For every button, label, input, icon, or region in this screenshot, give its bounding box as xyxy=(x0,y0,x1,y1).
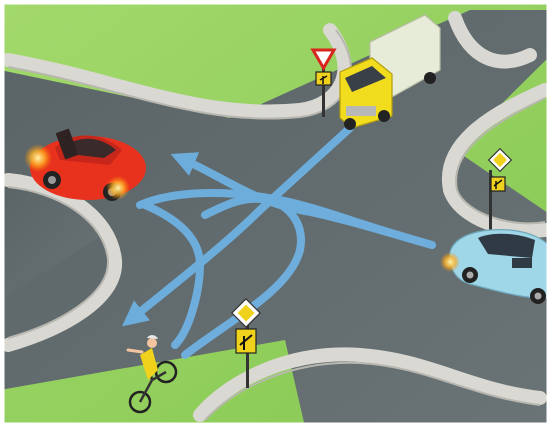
priority-direction-plate xyxy=(491,177,505,191)
